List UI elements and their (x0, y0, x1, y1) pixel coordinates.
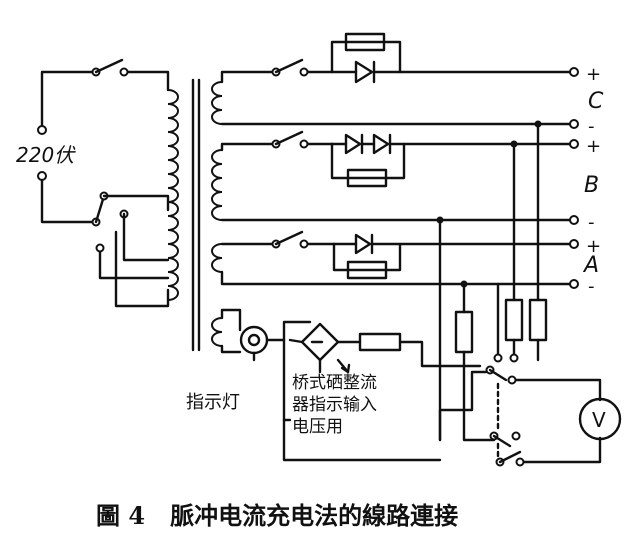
voltmeter-symbol: V (592, 408, 606, 432)
rectifier-note: 桥式硒整流 器指示输入 电压用 (292, 373, 377, 437)
divider-resistor-2 (504, 298, 524, 342)
channel-c-circuit (220, 32, 579, 129)
series-resistor (358, 332, 402, 352)
channel-b-circuit (220, 130, 579, 225)
voltmeter (578, 397, 622, 441)
output-c-label: C (588, 89, 604, 114)
output-a-minus: - (588, 276, 595, 297)
divider-resistor-3 (528, 298, 548, 342)
indicator-lamp (239, 325, 269, 355)
rectifier-note-line-1: 桥式硒整流 (292, 373, 377, 393)
output-a-plus: + (586, 236, 601, 257)
resistor-a (346, 260, 388, 280)
indicator-circuit (220, 308, 482, 462)
output-c-minus: - (588, 116, 595, 137)
mains-terminal-top (37, 125, 47, 135)
primary-winding (167, 89, 179, 301)
mains-voltage-label: 220伏 (16, 143, 76, 167)
measurement-network (436, 120, 622, 467)
rectifier-note-line-2: 器指示输入 (292, 395, 377, 415)
secondary-windings (211, 81, 223, 347)
figure-caption: 圖 4 脈冲电流充电法的線路連接 (96, 501, 458, 530)
transformer-core (191, 78, 201, 352)
output-b-minus: - (588, 212, 595, 233)
output-b-plus: + (586, 136, 601, 157)
channel-a-circuit (220, 230, 579, 289)
indicator-lamp-label: 指示灯 (186, 392, 240, 413)
resistor-c (344, 32, 386, 52)
output-a-label: A (582, 253, 599, 278)
rectifier-note-line-3: 电压用 (292, 417, 343, 437)
output-labels: + C - + B - + A - (582, 64, 604, 297)
output-c-plus: + (586, 64, 601, 85)
output-b-label: B (584, 173, 599, 198)
primary-circuit (37, 58, 170, 308)
resistor-b (346, 168, 388, 188)
divider-resistor-1 (454, 310, 474, 354)
